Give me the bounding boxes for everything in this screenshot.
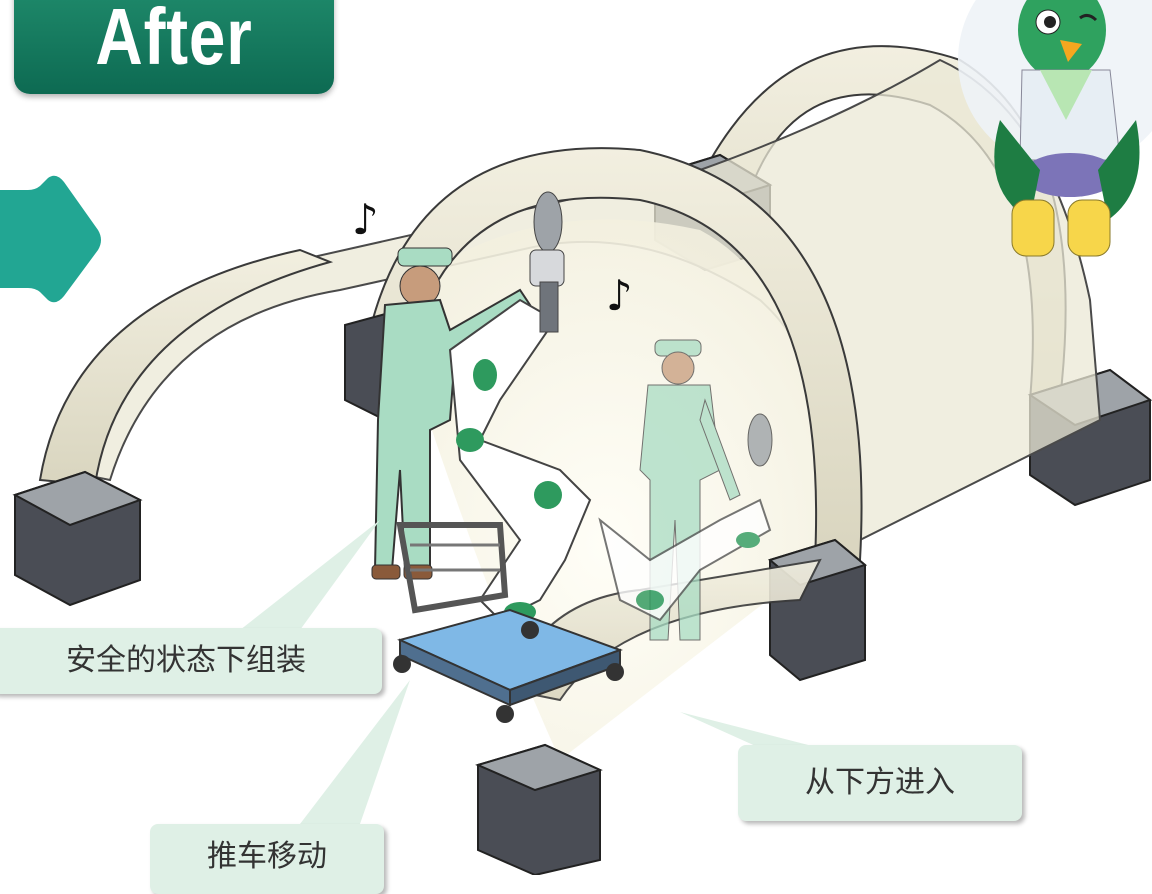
music-note-icon: ♪ (606, 271, 633, 320)
right-arrow-icon (0, 175, 101, 303)
music-note-icon: ♪ (352, 195, 379, 244)
bird-mascot-icon (958, 0, 1152, 257)
callout-pointer (240, 520, 380, 630)
callout-safe-assembly: 安全的状态下组装 (0, 628, 382, 694)
worker-main (371, 247, 532, 580)
callout-enter-from-below: 从下方进入 (738, 745, 1022, 821)
after-badge: After (14, 0, 334, 94)
callout-pointer (300, 680, 410, 824)
illustration-scene: ♪ ♪ (0, 0, 1152, 875)
robot-arm-ghost (598, 413, 773, 622)
push-cart (393, 522, 624, 723)
robot-arm-main (448, 191, 592, 622)
callout-pointer (680, 712, 820, 748)
after-badge-label: After (95, 0, 253, 81)
left-arch (12, 248, 334, 607)
front-block (475, 743, 603, 875)
callout-cart-move: 推车移动 (150, 824, 384, 894)
